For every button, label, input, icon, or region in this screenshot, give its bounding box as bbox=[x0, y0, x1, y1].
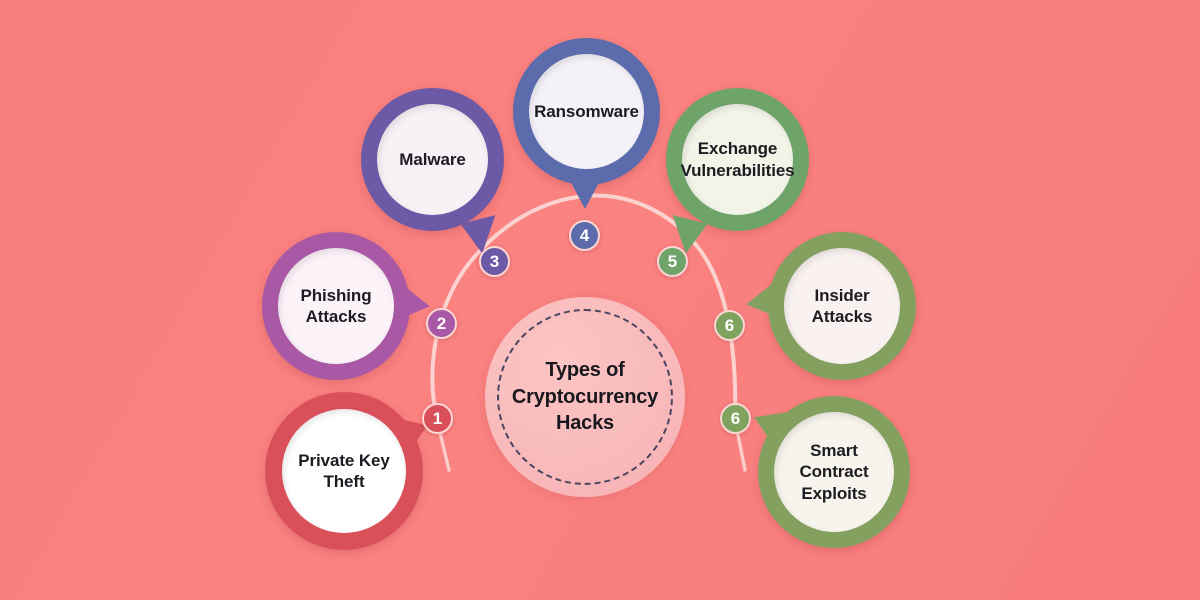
step-badge-number: 2 bbox=[436, 313, 447, 333]
node-label: Exchange Vulnerabilities bbox=[680, 139, 795, 180]
step-badge-5[interactable]: 5 bbox=[657, 246, 688, 277]
bubble-tail bbox=[743, 279, 783, 325]
step-badge-4[interactable]: 4 bbox=[569, 220, 600, 251]
node-label: Ransomware bbox=[534, 101, 639, 121]
step-badge-number: 5 bbox=[667, 251, 678, 271]
step-badge-number: 6 bbox=[724, 315, 735, 335]
center-hub: Types of Cryptocurrency Hacks bbox=[485, 297, 685, 497]
node-bubble-ransomware[interactable]: Ransomware bbox=[513, 38, 660, 209]
node-bubble-phishing-attacks[interactable]: Phishing Attacks bbox=[262, 232, 433, 380]
step-badge-1[interactable]: 1 bbox=[422, 403, 453, 434]
bubble-tail bbox=[567, 175, 603, 209]
step-badge-3[interactable]: 3 bbox=[479, 246, 510, 277]
node-label: Phishing Attacks bbox=[300, 285, 372, 326]
node-bubble-smart-contract-exploits[interactable]: Smart Contract Exploits bbox=[746, 396, 910, 548]
node-label: Malware bbox=[399, 149, 466, 169]
node-bubble-insider-attacks[interactable]: Insider Attacks bbox=[743, 232, 916, 380]
step-badge-number: 1 bbox=[432, 408, 443, 428]
node-bubble-exchange-vulnerabilities[interactable]: Exchange Vulnerabilities bbox=[664, 88, 809, 257]
step-badge-number: 4 bbox=[579, 225, 590, 245]
step-badge-7[interactable]: 6 bbox=[720, 403, 751, 434]
node-label: Insider Attacks bbox=[811, 285, 873, 326]
step-badge-2[interactable]: 2 bbox=[426, 308, 457, 339]
node-bubble-malware[interactable]: Malware bbox=[361, 88, 504, 257]
step-badge-number: 3 bbox=[489, 251, 500, 271]
node-label: Smart Contract Exploits bbox=[799, 441, 869, 503]
center-title: Types of Cryptocurrency Hacks bbox=[511, 359, 659, 435]
node-label: Private Key Theft bbox=[298, 450, 390, 491]
node-bubble-private-key-theft[interactable]: Private Key Theft bbox=[265, 392, 435, 550]
center-dashed-ring bbox=[497, 309, 673, 485]
step-badge-number: 6 bbox=[730, 408, 741, 428]
step-badge-6[interactable]: 6 bbox=[714, 310, 745, 341]
